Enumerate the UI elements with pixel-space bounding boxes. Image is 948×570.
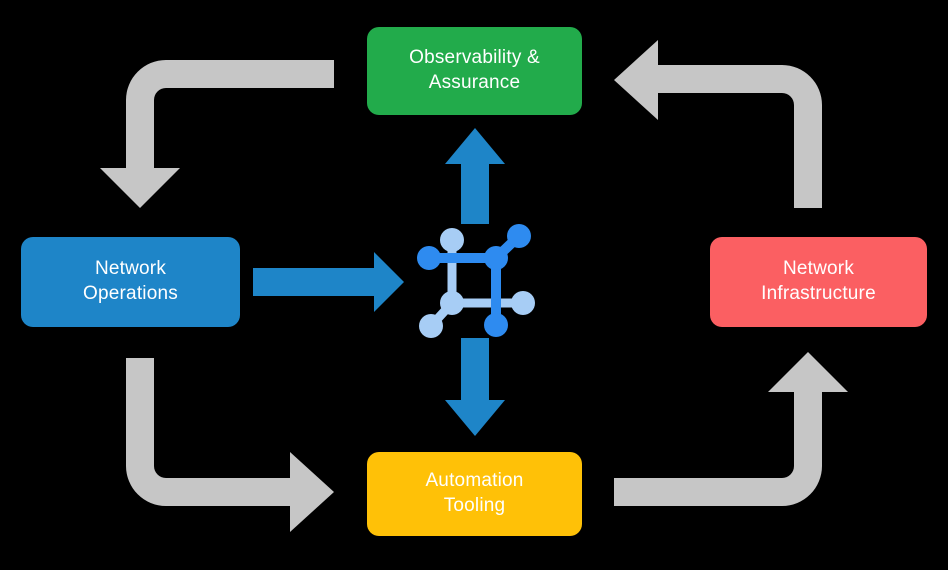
connector-center-to-observability <box>445 128 505 224</box>
connector-operations-to-automation <box>126 358 334 532</box>
connector-observability-to-operations <box>100 60 334 208</box>
connector-center-to-automation <box>445 338 505 436</box>
node-operations-label: Network Operations <box>83 258 178 304</box>
network-topology-icon <box>417 224 535 338</box>
node-network-operations[interactable]: Network Operations <box>21 237 240 327</box>
node-infrastructure-label: Network Infrastructure <box>761 258 876 304</box>
node-observability-label: Observability & Assurance <box>409 47 540 93</box>
connector-operations-to-center <box>253 252 404 312</box>
node-automation-label: Automation Tooling <box>425 470 524 516</box>
node-network-infrastructure[interactable]: Network Infrastructure <box>710 237 927 327</box>
connector-automation-to-infrastructure <box>614 352 848 506</box>
connector-infrastructure-to-observability <box>614 40 822 208</box>
node-observability-assurance[interactable]: Observability & Assurance <box>367 27 582 115</box>
node-automation-tooling[interactable]: Automation Tooling <box>367 452 582 536</box>
